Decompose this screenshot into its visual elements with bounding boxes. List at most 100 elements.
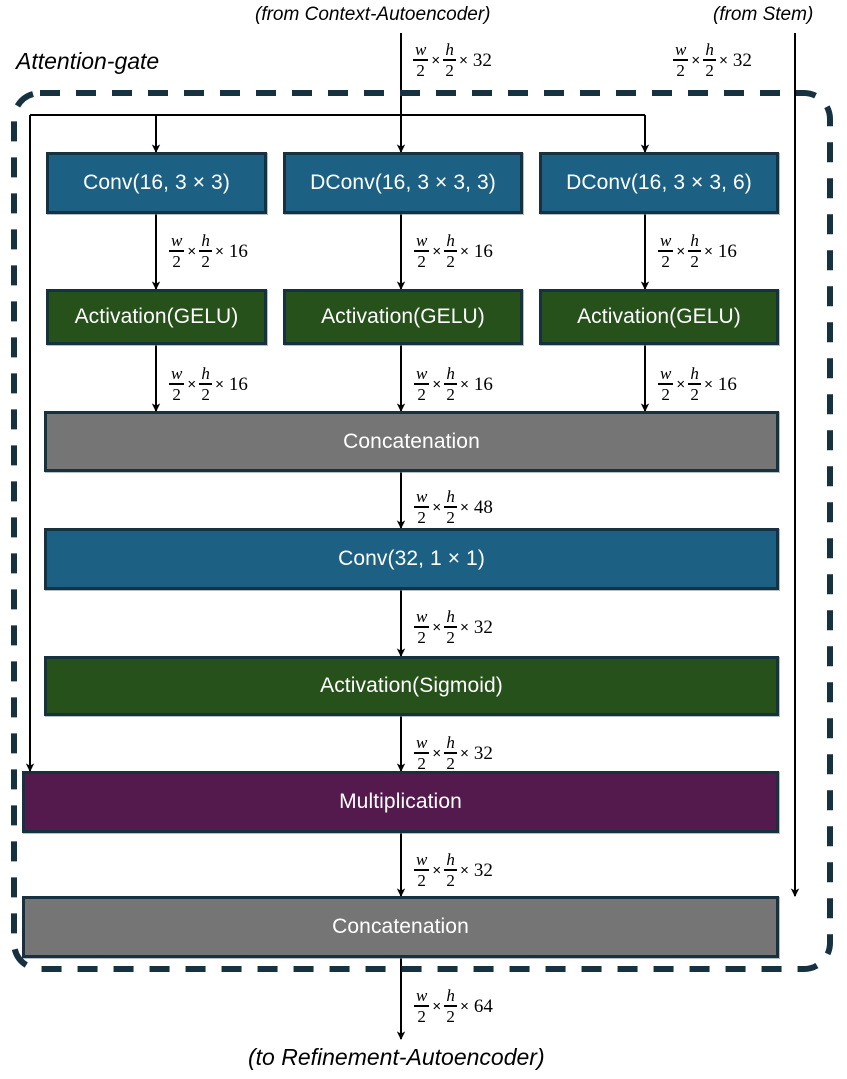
fraction-w-2: w 2 [673,40,689,80]
times-symbol: × [460,498,469,516]
fraction-h-2: h 2 [199,232,213,270]
input-caption-stem: (from Stem) [713,4,814,25]
fraction-bar [444,1005,458,1007]
tensor-label-gelu1-out: w 2 × h 2 × 16 [169,364,248,404]
times-symbol: × [459,51,468,69]
node-dconv3[interactable]: DConv(16, 3 × 3, 3) [283,152,523,214]
times-symbol: × [704,375,713,393]
fraction-h-2: h 2 [444,608,458,646]
fraction-bar [703,59,717,61]
fraction-h-2: h 2 [688,232,702,270]
fraction-bar [169,250,185,252]
tensor-label-gelu3-out: w 2 × h 2 × 16 [658,364,737,404]
attention-gate-title: Attention-gate [16,48,160,74]
node-sigmoid[interactable]: Activation(Sigmoid) [44,656,779,716]
fraction-w-2: w 2 [414,607,430,647]
node-multiplication[interactable]: Multiplication [22,771,779,833]
fraction-bar [444,626,458,628]
fraction-h-2: h 2 [199,365,213,403]
fraction-w-2: w 2 [414,733,430,773]
tensor-label-mul-out: w 2 × h 2 × 32 [414,850,493,890]
fraction-w-2: w 2 [414,364,430,404]
fraction-bar [444,250,458,252]
fraction-bar [414,752,430,754]
fraction-h-2: h 2 [444,851,458,889]
fraction-w-2: w 2 [414,487,430,527]
fraction-bar [444,506,458,508]
fraction-w-2: w 2 [658,364,674,404]
fraction-w-2: w 2 [658,231,674,271]
fraction-bar [199,250,213,252]
tensor-label-conv1-out: w 2 × h 2 × 16 [169,231,248,271]
fraction-w-2: w 2 [413,40,429,80]
fraction-bar [414,250,430,252]
fraction-bar [658,250,674,252]
times-symbol: × [432,861,442,879]
times-symbol: × [460,618,469,636]
node-gelu1[interactable]: Activation(GELU) [46,289,267,345]
input-caption-context: (from Context-Autoencoder) [255,4,491,25]
fraction-bar [414,1005,430,1007]
fraction-bar [199,383,213,385]
fraction-bar [414,869,430,871]
fraction-h-2: h 2 [444,734,458,772]
times-symbol: × [432,997,442,1015]
tensor-label-concat1-out: w 2 × h 2 × 48 [414,487,493,527]
node-concatenation-2[interactable]: Concatenation [22,896,779,958]
node-concatenation-1[interactable]: Concatenation [44,411,779,472]
tensor-label-in-stem: w 2 × h 2 × 32 [673,40,752,80]
fraction-bar [414,626,430,628]
fraction-h-2: h 2 [688,365,702,403]
fraction-bar [444,869,458,871]
tensor-label-in-context: w 2 × h 2 × 32 [413,40,492,80]
fraction-bar [413,59,429,61]
fraction-w-2: w 2 [414,986,430,1026]
fraction-h-2: h 2 [703,41,717,79]
fraction-bar [688,383,702,385]
times-symbol: × [676,242,686,260]
tensor-label-dconv6-out: w 2 × h 2 × 16 [658,231,737,271]
fraction-h-2: h 2 [444,488,458,526]
fraction-w-2: w 2 [414,231,430,271]
times-symbol: × [431,51,441,69]
tensor-label-final-out: w 2 × h 2 × 64 [414,986,493,1026]
fraction-h-2: h 2 [444,987,458,1025]
output-caption: (to Refinement-Autoencoder) [248,1044,545,1070]
fraction-w-2: w 2 [169,231,185,271]
fraction-bar [658,383,674,385]
times-symbol: × [460,861,469,879]
times-symbol: × [676,375,686,393]
tensor-label-gelu2-out: w 2 × h 2 × 16 [414,364,493,404]
fraction-bar [169,383,185,385]
times-symbol: × [432,744,442,762]
times-symbol: × [432,618,442,636]
times-symbol: × [460,242,469,260]
times-symbol: × [460,997,469,1015]
times-symbol: × [432,242,442,260]
fraction-bar [688,250,702,252]
node-dconv6[interactable]: DConv(16, 3 × 3, 6) [539,152,779,214]
fraction-bar [414,506,430,508]
fraction-bar [444,752,458,754]
tensor-label-conv1x1-out: w 2 × h 2 × 32 [414,607,493,647]
node-gelu3[interactable]: Activation(GELU) [539,289,779,345]
fraction-bar [414,383,430,385]
fraction-bar [443,59,457,61]
tensor-label-dconv3-out: w 2 × h 2 × 16 [414,231,493,271]
times-symbol: × [215,242,224,260]
node-conv1[interactable]: Conv(16, 3 × 3) [46,152,267,214]
times-symbol: × [187,242,197,260]
times-symbol: × [691,51,701,69]
node-conv-1x1[interactable]: Conv(32, 1 × 1) [44,528,779,590]
tensor-label-sigmoid-out: w 2 × h 2 × 32 [414,733,493,773]
fraction-h-2: h 2 [443,41,457,79]
times-symbol: × [187,375,197,393]
times-symbol: × [460,375,469,393]
fraction-bar [673,59,689,61]
node-gelu2[interactable]: Activation(GELU) [283,289,523,345]
fraction-h-2: h 2 [444,232,458,270]
times-symbol: × [704,242,713,260]
times-symbol: × [432,498,442,516]
times-symbol: × [460,744,469,762]
